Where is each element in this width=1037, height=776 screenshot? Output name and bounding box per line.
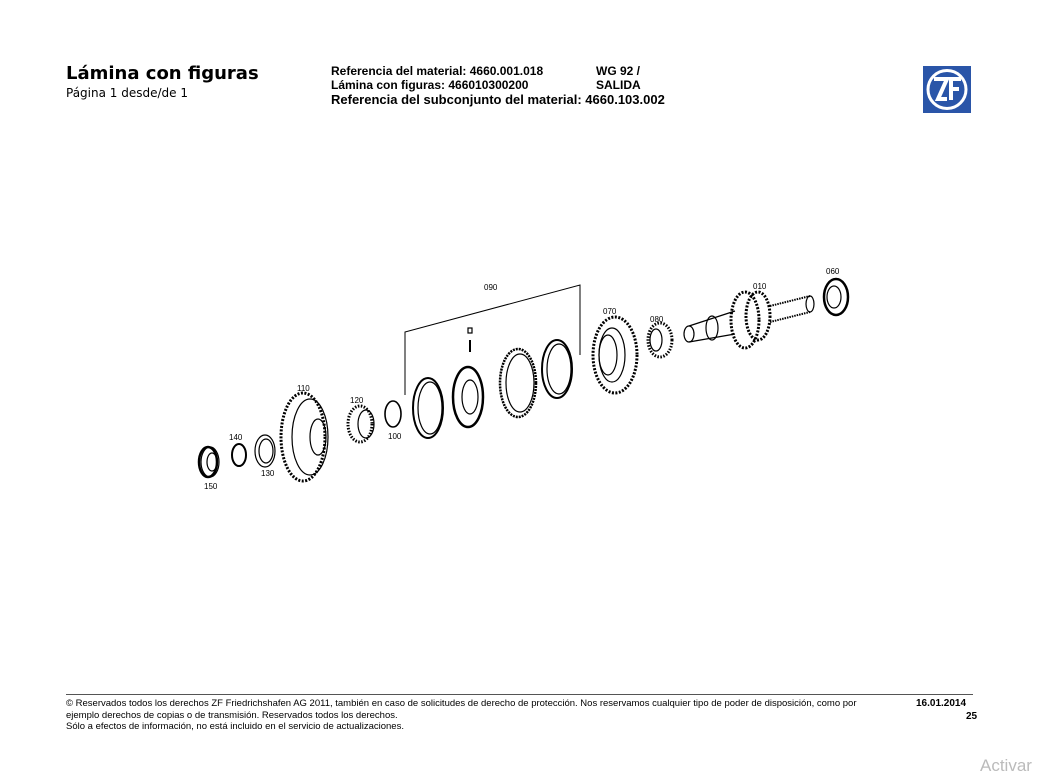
label-150: 150 — [204, 482, 218, 491]
part-060-bearing — [822, 277, 850, 317]
copyright-line-1: © Reservados todos los derechos ZF Fried… — [66, 698, 857, 709]
document-date: 16.01.2014 — [916, 698, 967, 709]
material-reference: Referencia del material: 4660.001.018 — [331, 64, 544, 78]
label-070: 070 — [603, 307, 617, 316]
part-140-snap-ring — [231, 443, 247, 467]
label-110: 110 — [297, 384, 310, 393]
part-010-shaft — [683, 290, 815, 350]
page-number: 25 — [966, 711, 978, 722]
activate-windows-watermark: Activar — [980, 756, 1032, 775]
part-080-needle-bearing — [646, 321, 674, 359]
part-150-bearing — [197, 445, 220, 479]
part-130-washer — [254, 434, 276, 468]
label-120: 120 — [350, 396, 364, 405]
copyright-line-2: ejemplo derechos de copias o de transmis… — [66, 709, 398, 721]
part-120-needle-bearing — [346, 404, 375, 444]
figure-reference: Lámina con figuras: 466010300200 — [331, 78, 529, 92]
model-label: WG 92 / — [596, 64, 641, 78]
label-090: 090 — [484, 283, 498, 292]
label-010: 010 — [753, 282, 767, 291]
subassembly-reference: Referencia del subconjunto del material:… — [331, 92, 665, 107]
page-title: Lámina con figuras — [66, 63, 259, 84]
part-110-gear — [279, 391, 329, 483]
label-140: 140 — [229, 433, 243, 442]
part-090-sync-assembly — [412, 327, 573, 439]
label-130: 130 — [261, 469, 275, 478]
footer-text: © Reservados todos los derechos ZF Fried… — [66, 698, 906, 733]
part-100-ring — [384, 400, 402, 428]
footer-divider — [66, 694, 973, 695]
group-label: SALIDA — [596, 78, 641, 92]
part-070-gear — [591, 315, 639, 395]
info-disclaimer: Sólo a efectos de información, no está i… — [66, 721, 404, 732]
label-060: 060 — [826, 267, 840, 276]
exploded-parts-diagram: 150 140 130 110 120 100 090 070 080 010 … — [197, 267, 850, 491]
zf-logo — [923, 66, 971, 113]
label-100: 100 — [388, 432, 402, 441]
label-080: 080 — [650, 315, 664, 324]
page-indicator: Página 1 desde/de 1 — [66, 86, 188, 100]
part-090-bracket — [404, 284, 581, 395]
